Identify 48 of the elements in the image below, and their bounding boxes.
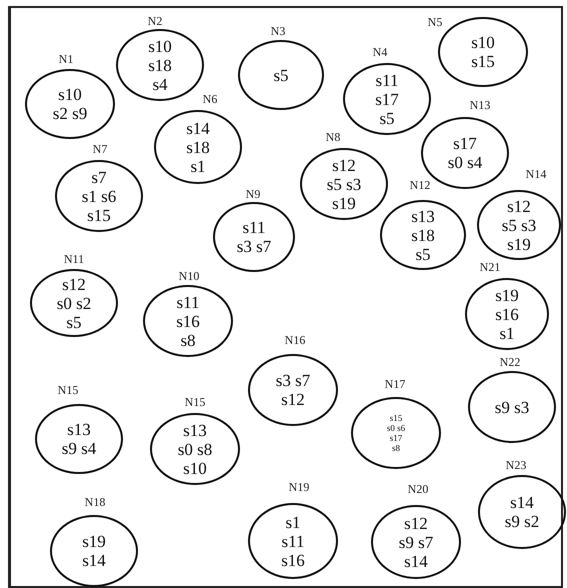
node-text: s7 s1 s6 s15 bbox=[82, 168, 116, 224]
node-label: N18 bbox=[84, 496, 106, 508]
node-text: s12 s0 s2 s5 bbox=[56, 274, 92, 332]
node-label: N21 bbox=[480, 261, 500, 273]
node-label: N4 bbox=[372, 46, 388, 58]
node-label: N9 bbox=[246, 188, 260, 200]
node-text: s13 s18 s5 bbox=[411, 206, 435, 264]
node-label: N14 bbox=[526, 168, 546, 180]
node-text: s11 s17 s5 bbox=[375, 70, 399, 128]
node-label: N6 bbox=[202, 93, 218, 105]
node-text: s11 s16 s8 bbox=[176, 292, 200, 350]
node-text: s3 s7 s12 bbox=[276, 371, 310, 409]
node-text: s15 s0 s6 s17 s8 bbox=[386, 413, 406, 453]
node-text: s11 s3 s7 bbox=[236, 218, 272, 256]
node-label: N22 bbox=[500, 356, 520, 368]
node-text: s13 s9 s4 bbox=[62, 420, 96, 458]
node-text: s10 s15 bbox=[471, 33, 495, 71]
node-label: N16 bbox=[284, 334, 306, 346]
node-label: N23 bbox=[506, 459, 526, 471]
node-text: s9 s3 bbox=[494, 398, 530, 416]
node-text: s5 bbox=[273, 66, 289, 84]
node-label: N13 bbox=[470, 99, 490, 111]
node-text: s12 s5 s3 s19 bbox=[502, 196, 536, 254]
node-label: N3 bbox=[270, 25, 286, 37]
node-label: N15 bbox=[184, 396, 206, 408]
node-label: N12 bbox=[410, 179, 430, 191]
node-text: s1 s11 s16 bbox=[281, 512, 305, 570]
node-text: s17 s0 s4 bbox=[448, 134, 482, 172]
node-label: N10 bbox=[178, 270, 200, 282]
node-text: s10 s2 s9 bbox=[52, 85, 88, 123]
node-label: N8 bbox=[326, 131, 340, 143]
node-text: s12 s9 s7 s14 bbox=[398, 514, 434, 570]
node-text: s19 s16 s1 bbox=[495, 286, 519, 342]
node-label: N20 bbox=[408, 483, 428, 495]
node-label: N5 bbox=[428, 16, 442, 28]
node-text: s14 s18 s1 bbox=[186, 118, 210, 176]
node-label: N1 bbox=[58, 53, 74, 65]
node-label: N11 bbox=[64, 253, 84, 265]
node-text: s10 s18 s4 bbox=[148, 36, 172, 94]
node-text: s19 s14 bbox=[82, 532, 106, 570]
node-label: N15 bbox=[58, 384, 78, 396]
node-text: s12 s5 s3 s19 bbox=[326, 156, 362, 212]
node-label: N17 bbox=[384, 378, 406, 390]
node-text: s13 s0 s8 s10 bbox=[178, 420, 212, 478]
node-label: N19 bbox=[288, 481, 310, 493]
node-label: N2 bbox=[148, 15, 162, 27]
node-label: N7 bbox=[92, 143, 108, 155]
node-text: s14 s9 s2 bbox=[504, 493, 540, 531]
